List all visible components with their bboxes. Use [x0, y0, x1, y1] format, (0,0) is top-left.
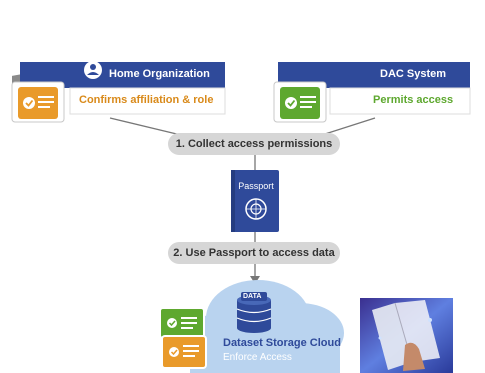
passport-label: Passport [238, 181, 274, 191]
home-org-description: Confirms affiliation & role [79, 94, 214, 106]
data-label: DATA [243, 293, 262, 300]
database-icon [236, 292, 272, 333]
dac-card [273, 62, 471, 123]
dac-description: Permits access [373, 94, 454, 106]
home-org-card [11, 61, 226, 123]
home-org-title: Home Organization [109, 68, 210, 80]
arrow-down-icon [250, 276, 260, 284]
passport-photo [360, 298, 453, 373]
storage-cloud [180, 280, 344, 373]
cloud-subtitle: Enforce Access [223, 352, 292, 363]
credential-stack [159, 307, 207, 369]
step-1-label: 1. Collect access permissions [168, 133, 340, 155]
step-2-label: 2. Use Passport to access data [168, 242, 340, 264]
passport-booklet [231, 170, 279, 232]
cloud-title: Dataset Storage Cloud [223, 337, 341, 349]
dac-title: DAC System [380, 68, 447, 80]
check-badge-icon [23, 97, 35, 109]
